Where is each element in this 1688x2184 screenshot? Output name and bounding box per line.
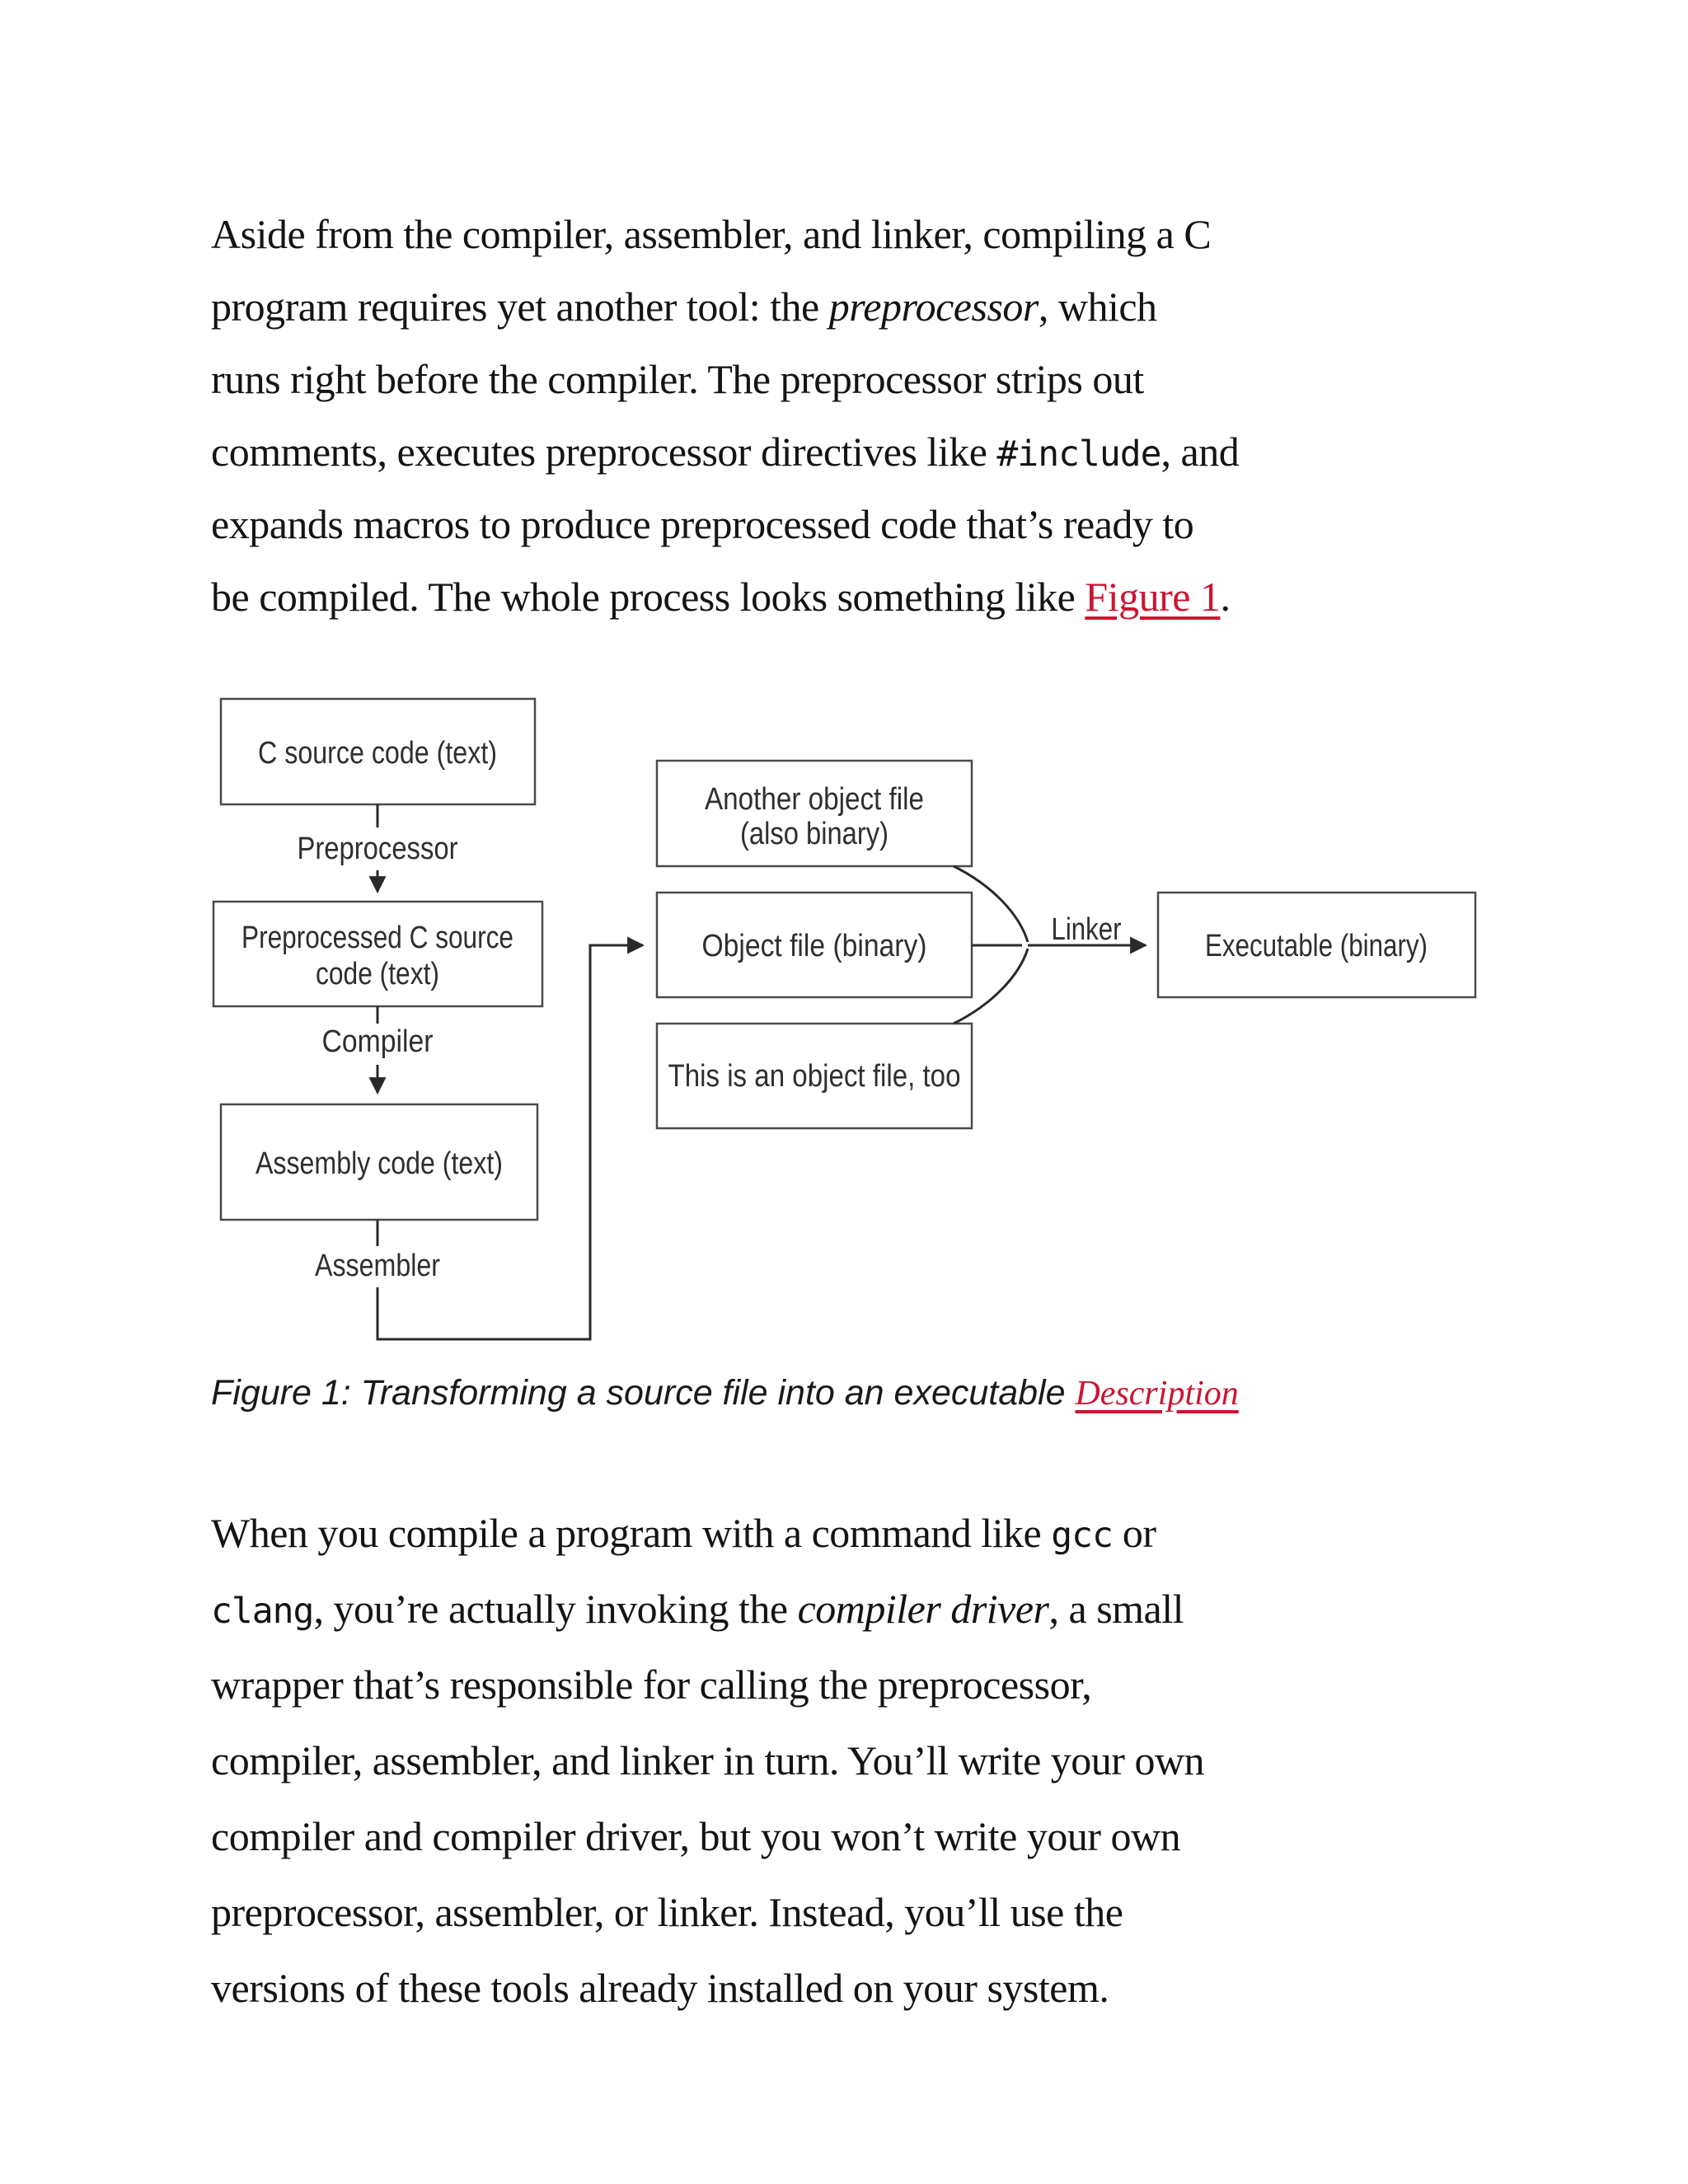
body-text: , you’re actually invoking the: [313, 1586, 798, 1632]
inline-code: clang: [211, 1591, 314, 1632]
node-label-another-object-1: Another object file: [705, 782, 924, 817]
node-label-object-file-too: This is an object file, too: [668, 1059, 961, 1094]
edge-label-assembler: Assembler: [315, 1249, 440, 1283]
description-link[interactable]: Description: [1075, 1375, 1239, 1413]
body-text: When you compile a program with a comman…: [211, 1510, 1052, 1556]
emphasis-text: preprocessor: [828, 284, 1039, 330]
paragraph-line: versions of these tools already installe…: [211, 1950, 1497, 2026]
inline-code: gcc: [1051, 1515, 1114, 1556]
body-text: program requires yet another tool: the: [211, 284, 829, 330]
body-text: runs right before the compiler. The prep…: [211, 356, 1144, 402]
figure-caption-text: Figure 1: Transforming a source file int…: [211, 1373, 1076, 1413]
body-text: or: [1112, 1510, 1156, 1556]
emphasis-text: compiler driver: [797, 1586, 1049, 1632]
node-object-file-too: [655, 1022, 973, 1130]
node-object-file: [655, 891, 973, 999]
node-label-object-file: Object file (binary): [702, 929, 927, 963]
paragraph-2: When you compile a program with a comman…: [211, 1495, 1497, 2026]
paragraph-line: clang, you’re actually invoking the comp…: [211, 1571, 1497, 1647]
curve-object-too-to-linker: [953, 948, 1029, 1025]
node-label-c-source: C source code (text): [258, 736, 497, 771]
paragraph-line: be compiled. The whole process looks som…: [211, 560, 1497, 633]
node-preprocessed-source: [212, 900, 544, 1008]
figure-caption: Figure 1: Transforming a source file int…: [211, 1370, 1497, 1417]
paragraph-line: compiler and compiler driver, but you wo…: [211, 1798, 1497, 1874]
body-text: compiler, assembler, and linker in turn.…: [211, 1737, 1205, 1783]
paragraph-line: program requires yet another tool: the p…: [211, 270, 1497, 343]
node-label-preprocessed-1: Preprocessed C source: [241, 921, 513, 955]
body-text: expands macros to produce preprocessed c…: [211, 501, 1194, 547]
paragraph-line: runs right before the compiler. The prep…: [211, 343, 1497, 415]
body-text: be compiled. The whole process looks som…: [211, 574, 1085, 620]
node-label-preprocessed-2: code (text): [316, 957, 439, 991]
body-text: Aside from the compiler, assembler, and …: [211, 211, 1212, 257]
node-another-object-file: [655, 759, 973, 868]
paragraph-1: Aside from the compiler, assembler, and …: [211, 198, 1497, 633]
body-text: , and: [1160, 429, 1240, 475]
body-text: wrapper that’s responsible for calling t…: [211, 1661, 1092, 1708]
paragraph-line: preprocessor, assembler, or linker. Inst…: [211, 1874, 1497, 1950]
arrow-assembler-to-object: [376, 936, 645, 1341]
curve-another-object-to-linker: [953, 865, 1029, 943]
body-text: , a small: [1048, 1586, 1184, 1632]
body-text: compiler and compiler driver, but you wo…: [211, 1813, 1181, 1859]
body-text: comments, executes preprocessor directiv…: [211, 429, 997, 475]
edge-label-linker: Linker: [1052, 912, 1122, 947]
node-label-assembly: Assembly code (text): [256, 1146, 503, 1181]
inline-code: #include: [996, 434, 1161, 475]
paragraph-line: compiler, assembler, and linker in turn.…: [211, 1722, 1497, 1798]
paragraph-line: wrapper that’s responsible for calling t…: [211, 1647, 1497, 1722]
node-label-another-object-2: (also binary): [740, 817, 889, 851]
node-executable: [1156, 891, 1477, 999]
edge-label-compiler: Compiler: [322, 1024, 434, 1059]
paragraph-line: comments, executes preprocessor directiv…: [211, 415, 1497, 488]
body-text: .: [1220, 574, 1231, 620]
node-label-executable: Executable (binary): [1205, 929, 1428, 963]
body-text: preprocessor, assembler, or linker. Inst…: [211, 1889, 1123, 1935]
body-text: , which: [1038, 284, 1157, 330]
figure-1-link[interactable]: Figure 1: [1085, 574, 1221, 620]
body-text: versions of these tools already installe…: [211, 1965, 1109, 2011]
paragraph-line: expands macros to produce preprocessed c…: [211, 488, 1497, 560]
edge-label-preprocessor: Preprocessor: [298, 832, 458, 866]
node-assembly-code: [219, 1103, 539, 1221]
paragraph-line: When you compile a program with a comman…: [211, 1495, 1497, 1571]
paragraph-line: Aside from the compiler, assembler, and …: [211, 198, 1497, 270]
